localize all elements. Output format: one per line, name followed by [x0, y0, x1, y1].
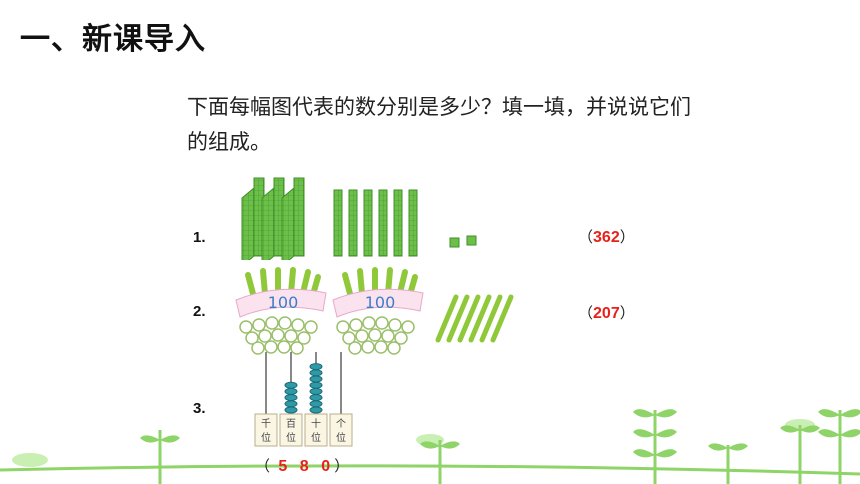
abacus-bead [284, 387, 298, 395]
answer-2-value: 207 [593, 305, 620, 322]
stick-bundles: 100 100 [235, 267, 514, 355]
abacus-bead [309, 387, 323, 395]
answer-3-digit-hundreds: 8 [299, 458, 309, 475]
question-1-number: 1. [193, 229, 206, 246]
ten-rods [333, 189, 418, 257]
place-label-box-2 [304, 413, 328, 447]
abacus-bead [309, 381, 323, 389]
abacus-bead [309, 363, 323, 371]
place-label-box-3 [329, 413, 353, 447]
unit-cubes [449, 235, 477, 248]
place-label-top-1: 百 [286, 418, 296, 430]
bundle-2-label: 100 [365, 293, 396, 312]
place-label-bottom-3: 位 [336, 431, 346, 444]
base-ten-blocks [241, 176, 477, 260]
question-2-number: 2. [193, 303, 206, 320]
answer-2: （207） [578, 305, 635, 322]
abacus-bead [309, 394, 323, 402]
place-label-box-0 [254, 413, 278, 447]
place-label-bottom-2: 位 [311, 431, 321, 444]
place-label-box-1 [279, 413, 303, 447]
bundle-2: 100 [332, 267, 424, 355]
abacus-bead [284, 400, 298, 408]
abacus-bead [284, 394, 298, 402]
answer-1-value: 362 [593, 229, 620, 246]
abacus-bead [284, 381, 298, 389]
loose-sticks [435, 294, 514, 343]
question-prompt: 下面每幅图代表的数分别是多少？填一填，并说说它们的组成。 [187, 95, 691, 154]
answer-3-digit-thousands: 5 [278, 458, 288, 475]
question-3-number: 3. [193, 400, 206, 417]
abacus-bead [309, 406, 323, 414]
answer-3-digit-tens: 0 [321, 458, 331, 475]
abacus-bead [309, 375, 323, 383]
place-label-bottom-1: 位 [286, 431, 296, 444]
hundred-flats [241, 176, 305, 260]
abacus-bead [309, 400, 323, 408]
abacus-bead [284, 406, 298, 414]
answer-1: （362） [578, 229, 635, 246]
place-label-top-0: 千 [261, 418, 271, 430]
page-title: 一、新课导入 [20, 22, 206, 57]
place-label-top-3: 个 [336, 418, 346, 430]
answer-3: （ 5 8 0 ） [255, 458, 350, 475]
place-label-top-2: 十 [311, 417, 321, 430]
abacus-bead [309, 369, 323, 377]
bundle-1: 100 [235, 267, 327, 355]
place-label-bottom-0: 位 [261, 431, 271, 444]
bundle-1-label: 100 [268, 293, 299, 312]
